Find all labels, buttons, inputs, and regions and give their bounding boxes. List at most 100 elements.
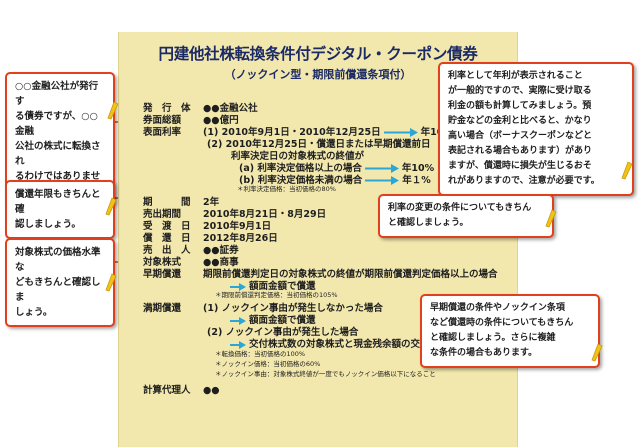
callout-line: 利金の額も計算してみましょう。預: [448, 101, 592, 111]
pin-icon: [105, 273, 117, 292]
terms-row: 額面金額で償還: [227, 278, 316, 292]
terms-value: 額面金額で償還: [249, 281, 316, 292]
callout-line: 貯金などの金利と比べると、かなり: [448, 116, 592, 126]
terms-row: 満期償還 (1) ノックイン事由が発生しなかった場合: [143, 300, 383, 314]
pin-icon: [105, 197, 117, 216]
terms-row: 交付株式数の対象株式と現金残余額の交付で償還: [227, 336, 458, 350]
terms-value: (b) 利率決定価格未満の場合: [239, 175, 363, 186]
arrow-right-icon: [365, 176, 400, 185]
pin-icon: [591, 343, 603, 362]
callout-line: と確認しましょう。: [388, 218, 469, 228]
terms-label: 対象株式: [143, 257, 182, 268]
terms-value: ●●商事: [203, 257, 239, 268]
terms-value: (1) ノックイン事由が発生しなかった場合: [203, 303, 383, 314]
terms-row: ＊期限前償還判定価格：当初価格の105%: [215, 289, 338, 299]
terms-label: 期 間: [143, 197, 191, 208]
callout-line: 利率として年利が表示されること: [448, 71, 583, 81]
callout-line: と確認しましょう。さらに複雑: [430, 333, 556, 343]
callout-line: 償還年限もきちんと確: [15, 189, 101, 215]
callout-line: な条件の場合もあります。: [430, 348, 538, 358]
callout-interest: 利率として年利が表示されること が一般的ですので、実際に受け取る 利金の額も計算…: [438, 62, 634, 196]
callout-line: 表記される場合もあります）があり: [448, 146, 593, 156]
terms-label: 券面総額: [143, 115, 182, 126]
callout-line: る債券ですが、○○金融: [15, 111, 98, 137]
rate-value: 年10%: [401, 163, 435, 174]
terms-row: ＊ノックイン価格：当初価格の60%: [215, 358, 320, 368]
terms-value: ＊期限前償還判定価格：当初価格の105%: [215, 291, 338, 299]
arrow-right-icon: [230, 282, 246, 291]
terms-row: 売 出 人 ●●証券: [143, 242, 239, 256]
terms-value: ＊ノックイン価格：当初価格の60%: [215, 360, 321, 368]
terms-value: ＊利率決定価格：当初価格の80%: [237, 185, 336, 193]
terms-row: 期 間 2年: [143, 194, 219, 208]
terms-label: 表面利率: [143, 127, 182, 138]
terms-value: 額面金額で償還: [249, 315, 316, 326]
terms-value: ＊ノックイン事由：対象株式終値が一度でもノックイン価格以下になること: [215, 370, 436, 378]
terms-value: 利率決定日の対象株式の終値が: [231, 151, 365, 162]
callout-line: れがありますので、注意が必要です。: [448, 176, 600, 186]
terms-value: ●●証券: [203, 245, 239, 256]
terms-value: 2年: [203, 197, 220, 208]
terms-row: ＊利率決定価格：当初価格の80%: [237, 183, 336, 193]
terms-row: 売出期間 2010年8月21日・8月29日: [143, 206, 326, 220]
terms-label: 満期償還: [143, 303, 182, 314]
callout-line: 高い場合（ボーナスクーポンなどと: [448, 131, 593, 141]
terms-row: (b) 利率決定価格未満の場合 年１%: [239, 172, 431, 186]
terms-value: (1) 2010年9月1日・2010年12月25日: [203, 127, 381, 138]
terms-label: 売 出 人: [143, 245, 191, 256]
arrow-right-icon: [383, 128, 418, 137]
terms-value: ●●億円: [203, 115, 239, 126]
document-title: 円建他社株転換条件付デジタル・クーポン債券: [158, 45, 478, 63]
terms-row: 発 行 体 ●●金融公社: [143, 100, 258, 114]
terms-value: 期限前償還判定日の対象株式の終値が期限前償還判定価格以上の場合: [203, 269, 498, 280]
terms-label: 償 還 日: [143, 233, 191, 244]
terms-value: ＊転換価格：当初価格の100%: [215, 350, 306, 358]
callout-line: 早期償還の条件やノックイン条項: [430, 303, 565, 313]
terms-row: (2) 2010年12月25日・償還日または早期償還前日: [207, 136, 430, 150]
terms-row: 対象株式 ●●商事: [143, 254, 239, 268]
callout-line: 認しましょう。: [15, 219, 81, 230]
terms-document: 円建他社株転換条件付デジタル・クーポン債券 （ノックイン型・期限前償還条項付） …: [118, 32, 518, 447]
callout-line: 利率の変更の条件についてもきちん: [388, 203, 532, 213]
terms-value: 2010年9月1日: [203, 221, 272, 232]
terms-value: ●●金融公社: [203, 103, 258, 114]
callout-stock: 対象株式の価格水準な どもきちんと確認しま しょう。: [5, 238, 115, 327]
terms-row: 早期償還 期限前償還判定日の対象株式の終値が期限前償還判定価格以上の場合: [143, 266, 498, 280]
terms-value: 2010年8月21日・8月29日: [203, 209, 327, 220]
terms-value: 交付株式数の対象株式と現金残余額の交付で償還: [249, 339, 459, 350]
pin-icon: [545, 209, 557, 228]
callout-line: が一般的ですので、実際に受け取る: [448, 86, 592, 96]
callout-line: 公社の株式に転換され: [15, 141, 101, 167]
terms-value: ●●: [203, 385, 220, 396]
terms-row: 券面総額 ●●億円: [143, 112, 239, 126]
terms-row: (2) ノックイン事由が発生した場合: [207, 324, 358, 338]
terms-value: (a) 利率決定価格以上の場合: [239, 163, 362, 174]
terms-value: 2012年8月26日: [203, 233, 278, 244]
callout-rate-change: 利率の変更の条件についてもきちん と確認しましょう。: [378, 194, 554, 238]
terms-label: 計算代理人: [143, 385, 191, 396]
terms-row: 受 渡 日 2010年9月1日: [143, 218, 271, 232]
callout-line: ○○金融公社が発行す: [15, 81, 99, 107]
terms-label: 早期償還: [143, 269, 182, 280]
terms-row: 利率決定日の対象株式の終値が: [231, 148, 364, 162]
callout-early-redemption: 早期償還の条件やノックイン条項 など償還時の条件についてもきちん と確認しましょ…: [420, 294, 600, 368]
terms-label: 受 渡 日: [143, 221, 191, 232]
terms-row: 償 還 日 2012年8月26日: [143, 230, 278, 244]
rate-value: 年１%: [402, 175, 431, 186]
terms-row: 額面金額で償還: [227, 312, 316, 326]
terms-row: 表面利率 (1) 2010年9月1日・2010年12月25日 年10%: [143, 124, 453, 138]
terms-row: 計算代理人 ●●: [143, 382, 220, 396]
terms-label: 発 行 体: [143, 103, 191, 114]
terms-row: ＊転換価格：当初価格の100%: [215, 348, 305, 358]
terms-row: ＊ノックイン事由：対象株式終値が一度でもノックイン価格以下になること: [215, 368, 436, 378]
terms-value: (2) 2010年12月25日・償還日または早期償還前日: [207, 139, 431, 150]
callout-line: など償還時の条件についてもきちん: [430, 318, 574, 328]
callout-line: 対象株式の価格水準な: [15, 247, 101, 273]
callout-line: しょう。: [15, 307, 53, 318]
terms-label: 売出期間: [143, 209, 182, 220]
terms-row: (a) 利率決定価格以上の場合 年10%: [239, 160, 434, 174]
pin-icon: [621, 161, 633, 180]
arrow-right-icon: [230, 316, 246, 325]
terms-value: (2) ノックイン事由が発生した場合: [207, 327, 359, 338]
rate-value: 年10%: [420, 127, 453, 138]
